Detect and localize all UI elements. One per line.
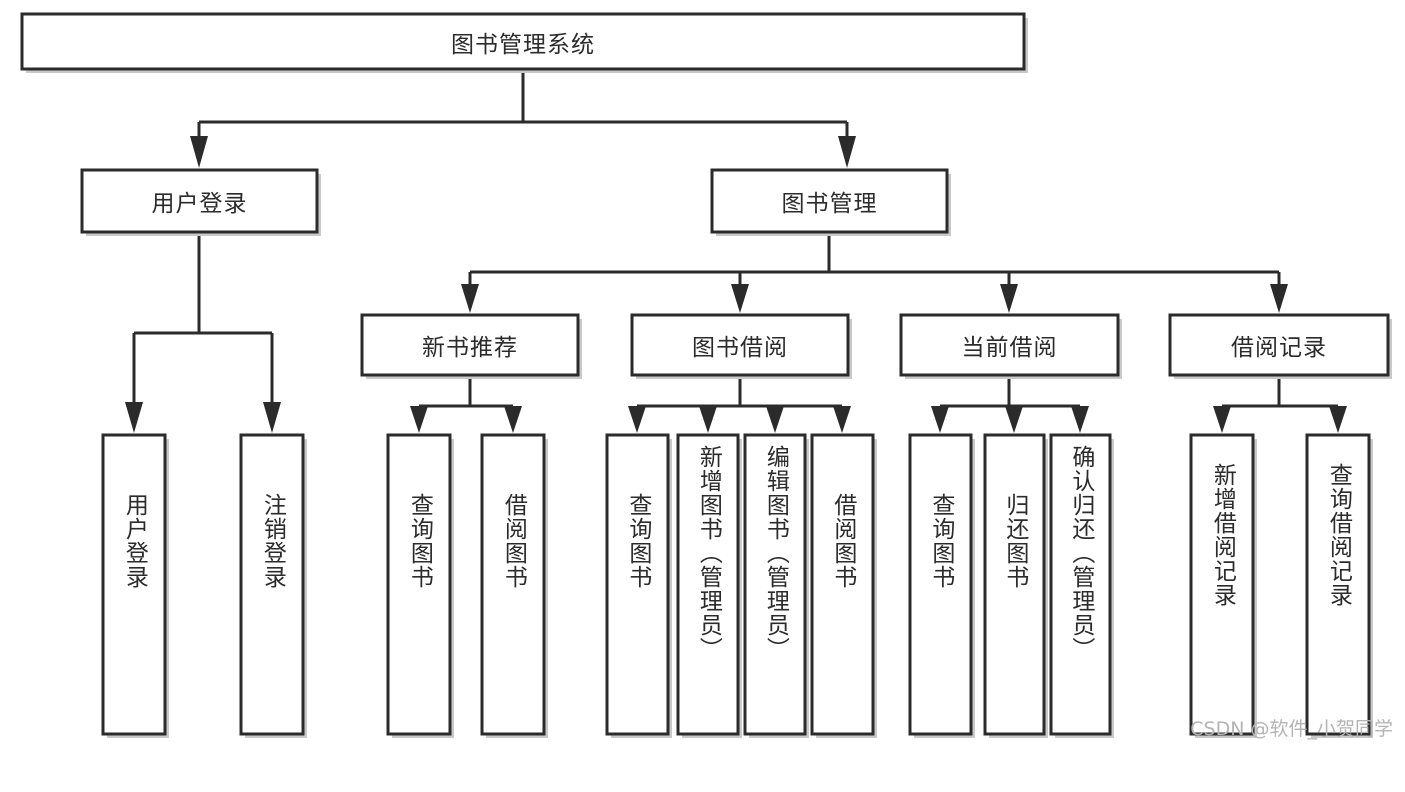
arrow-head-leaf-logout [263,402,281,433]
arrow-head-leaf-query-book-cur [931,406,949,433]
node-book-manage[interactable] [710,168,951,236]
node-leaf-confirm-return[interactable] [1049,433,1114,738]
connector-group-book-manage [461,232,1288,313]
node-leaf-add-book[interactable] [676,433,742,738]
arrow-head-leaf-add-book [699,406,717,433]
node-leaf-return-book[interactable] [983,433,1048,738]
connector-group-user-login [125,232,281,433]
node-leaf-user-login-rect [101,433,167,736]
node-leaf-query-book-brw-rect [605,433,670,736]
connector-group-book-borrow [628,375,851,433]
arrow-head-leaf-return-book [1005,406,1023,433]
node-leaf-query-record-rect [1305,433,1371,736]
arrow-head-current-borrow [1000,284,1018,313]
node-leaf-query-book-cur-rect [908,433,973,736]
node-root[interactable] [20,12,1028,73]
arrow-head-borrow-record [1270,284,1288,313]
node-book-manage-rect [710,168,949,234]
arrow-head-user-login [190,136,208,168]
arrow-head-leaf-add-record [1213,406,1231,433]
node-leaf-logout[interactable] [239,433,307,738]
arrow-head-leaf-confirm-return [1071,406,1089,433]
connector-group-current-borrow [931,375,1089,433]
node-book-borrow[interactable] [630,313,852,379]
arrow-head-leaf-borrow-book-new [504,406,522,433]
node-user-login[interactable] [80,168,321,236]
node-leaf-query-book-brw[interactable] [605,433,672,738]
arrow-head-leaf-query-record [1329,406,1347,433]
node-leaf-add-book-rect [676,433,740,736]
node-leaf-query-record[interactable] [1305,433,1373,738]
arrow-head-leaf-edit-book [766,406,784,433]
node-leaf-query-book-cur[interactable] [908,433,975,738]
node-leaf-borrow-book-new[interactable] [480,433,548,738]
node-leaf-edit-book[interactable] [743,433,809,738]
node-leaf-logout-rect [239,433,305,736]
node-leaf-add-record-rect [1189,433,1255,736]
node-current-borrow-rect [899,313,1120,377]
node-leaf-add-record[interactable] [1189,433,1257,738]
tree-diagram-svg [20,12,1392,738]
node-leaf-query-book-new-rect [386,433,452,736]
node-current-borrow[interactable] [899,313,1122,379]
node-new-book-recommend[interactable] [360,313,582,379]
arrow-head-leaf-query-book-new [410,406,428,433]
node-leaf-edit-book-rect [743,433,807,736]
node-new-book-recommend-rect [360,313,580,377]
node-leaf-return-book-rect [983,433,1046,736]
node-leaf-borrow-book-new-rect [480,433,546,736]
arrow-head-leaf-user-login [125,402,143,433]
arrow-head-new-book-recommend [461,284,479,313]
arrow-head-leaf-borrow-book-brw [833,406,851,433]
arrow-head-leaf-query-book-brw [628,406,646,433]
node-leaf-borrow-book-brw[interactable] [810,433,877,738]
flowchart-canvas: 图书管理系统 用户登录 图书管理 新书推荐 图书借阅 当前借阅 借阅记录 用户登… [20,12,1393,740]
node-borrow-record-rect [1168,313,1390,377]
arrow-head-book-borrow [731,284,749,313]
node-user-login-rect [80,168,319,234]
connector-group-root [190,69,856,168]
connector-group-borrow-record [1213,375,1347,433]
node-leaf-query-book-new[interactable] [386,433,454,738]
node-leaf-borrow-book-brw-rect [810,433,875,736]
arrow-head-book-manage [838,136,856,168]
node-borrow-record[interactable] [1168,313,1392,379]
connector-group-new-book-recommend [410,375,522,433]
node-leaf-confirm-return-rect [1049,433,1112,736]
node-book-borrow-rect [630,313,850,377]
node-root-rect [20,12,1026,71]
node-leaf-user-login[interactable] [101,433,169,738]
